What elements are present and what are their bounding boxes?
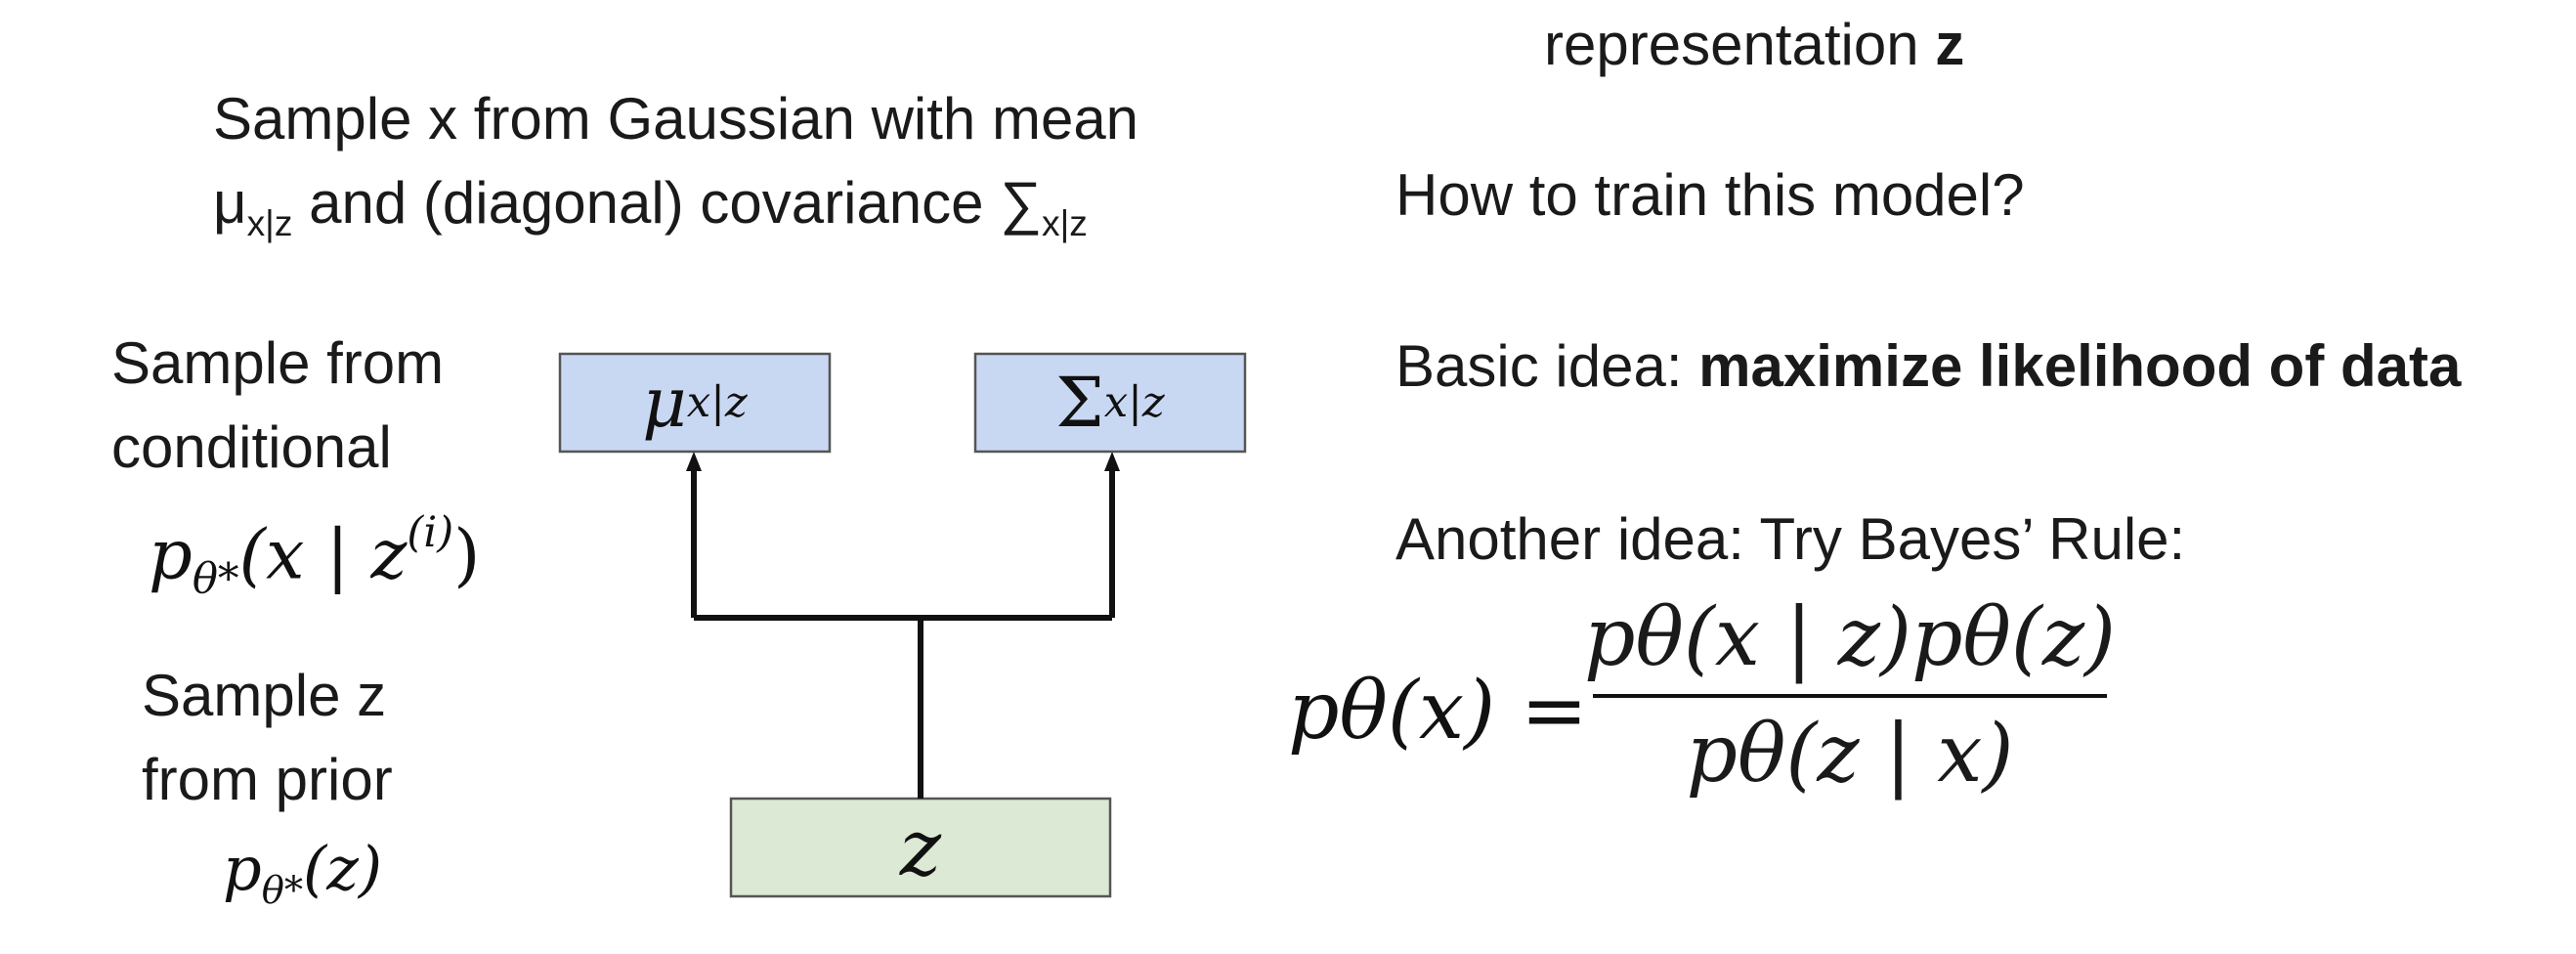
bayes-fraction-bar (1593, 694, 2107, 698)
conditional-formula: pθ*(x | z(i)) (149, 508, 481, 604)
prior-formula: pθ*(z) (223, 833, 383, 913)
bayes-fraction: pθ(x | z)pθ(z) pθ(z | x) (1584, 591, 2116, 801)
bayes-numerator: pθ(x | z)pθ(z) (1583, 591, 2117, 684)
prior-caption-line2: from prior (142, 747, 393, 812)
connector-lines (691, 467, 1115, 799)
conditional-caption-line1: Sample from (111, 330, 445, 396)
representation-text: representation z (1544, 12, 1965, 77)
sigma-box (973, 352, 1247, 454)
gaussian-caption-line2: μx|z and (diagonal) covariance ∑x|z (213, 170, 1088, 244)
z-box (729, 797, 1112, 898)
mu-box (558, 352, 832, 454)
conditional-caption-line2: conditional (111, 414, 392, 480)
prior-caption-line1: Sample z (142, 663, 387, 728)
bayes-lhs: pθ(x) = (1288, 665, 1588, 758)
arrowhead-mu (686, 452, 702, 471)
z-box-label: z (899, 802, 942, 893)
training-question: How to train this model? (1395, 162, 2025, 228)
basic-idea-text: Basic idea: maximize likelihood of data (1395, 333, 2462, 399)
bayes-denominator: pθ(z | x) (1686, 708, 2014, 801)
arrowhead-sigma (1104, 452, 1120, 471)
gaussian-caption-line1: Sample x from Gaussian with mean (213, 86, 1139, 152)
another-idea-text: Another idea: Try Bayes’ Rule: (1395, 506, 2186, 572)
